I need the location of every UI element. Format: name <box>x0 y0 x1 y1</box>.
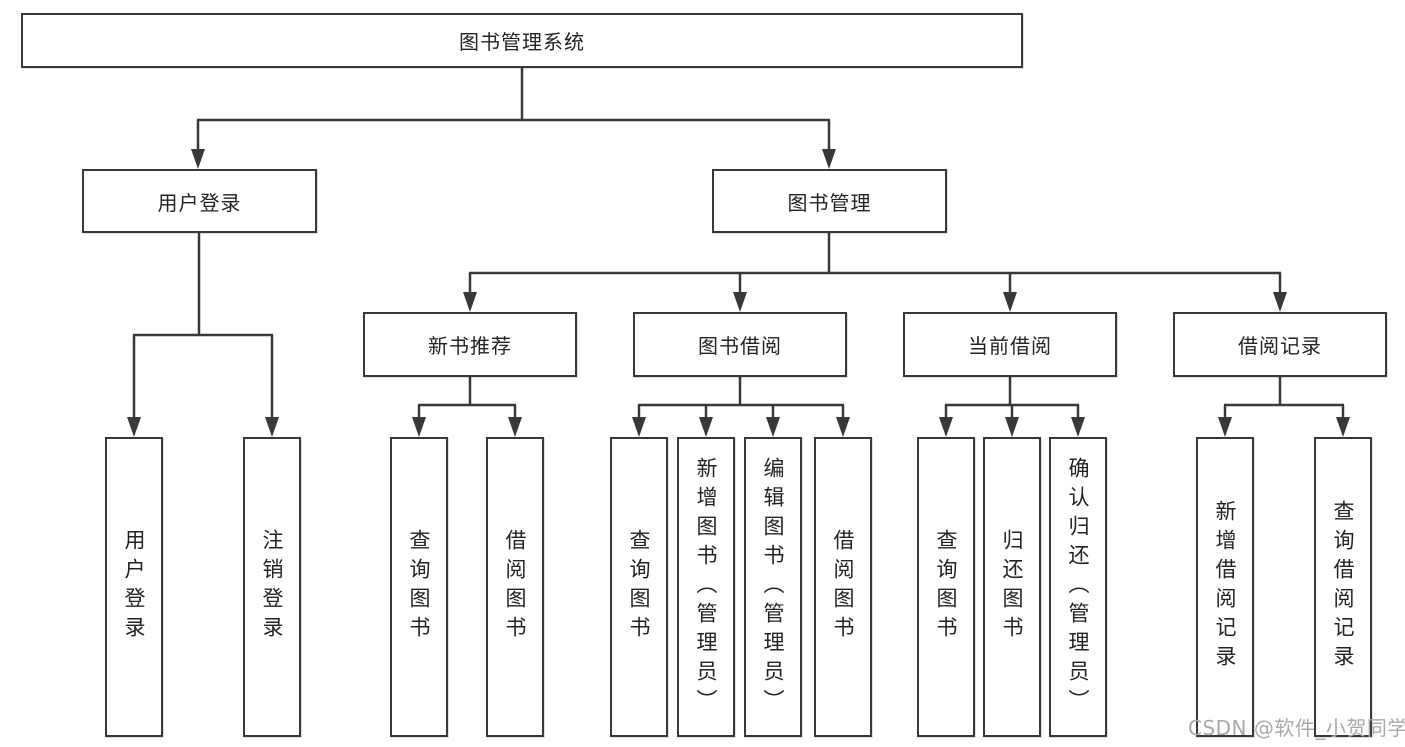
leaf-label: 查询图书 <box>407 529 431 645</box>
leaf-return-books: 归还图书 <box>983 437 1041 737</box>
node-label: 图书借阅 <box>698 334 782 358</box>
leaf-label: 查询图书 <box>627 529 651 645</box>
node-book-borrowing: 图书借阅 <box>633 312 847 377</box>
leaf-edit-book-admin: 编辑图书（管理员） <box>744 437 802 737</box>
leaf-user-login: 用户登录 <box>105 437 163 737</box>
leaf-borrow-books-borrowing: 借阅图书 <box>814 437 872 737</box>
leaf-query-books-current: 查询图书 <box>917 437 975 737</box>
leaf-query-borrow-record: 查询借阅记录 <box>1314 437 1372 737</box>
node-label: 图书管理 <box>787 190 872 215</box>
leaf-label: 用户登录 <box>122 529 146 645</box>
leaf-label: 借阅图书 <box>831 529 855 645</box>
leaf-label: 查询图书 <box>934 529 958 645</box>
leaf-add-book-admin: 新增图书（管理员） <box>677 437 735 737</box>
csdn-watermark: CSDN @软件_小贺同学 <box>1188 716 1405 740</box>
node-borrowing-records: 借阅记录 <box>1173 312 1387 377</box>
node-label: 当前借阅 <box>968 334 1052 358</box>
node-label: 新书推荐 <box>428 334 512 358</box>
leaf-label: 借阅图书 <box>503 529 527 645</box>
node-book-management: 图书管理 <box>712 169 947 233</box>
node-current-borrowing: 当前借阅 <box>903 312 1117 377</box>
leaf-query-books-recommend: 查询图书 <box>390 437 448 737</box>
leaf-label: 查询借阅记录 <box>1331 500 1355 674</box>
leaf-add-borrow-record: 新增借阅记录 <box>1196 437 1254 737</box>
leaf-logout: 注销登录 <box>243 437 301 737</box>
leaf-label: 归还图书 <box>1000 529 1024 645</box>
leaf-confirm-return-admin: 确认归还（管理员） <box>1049 437 1107 737</box>
leaf-query-books-borrowing: 查询图书 <box>610 437 668 737</box>
leaf-label: 新增借阅记录 <box>1213 500 1237 674</box>
leaf-label: 新增图书（管理员） <box>694 456 718 718</box>
node-label: 用户登录 <box>157 190 242 215</box>
node-new-book-recommend: 新书推荐 <box>363 312 577 377</box>
node-library-management-system: 图书管理系统 <box>21 13 1023 68</box>
leaf-label: 注销登录 <box>260 529 284 645</box>
leaf-label: 编辑图书（管理员） <box>761 456 785 718</box>
leaf-label: 确认归还（管理员） <box>1066 456 1090 718</box>
node-user-login: 用户登录 <box>82 169 317 233</box>
leaf-borrow-books-recommend: 借阅图书 <box>486 437 544 737</box>
node-label: 图书管理系统 <box>459 30 585 54</box>
node-label: 借阅记录 <box>1238 334 1322 358</box>
